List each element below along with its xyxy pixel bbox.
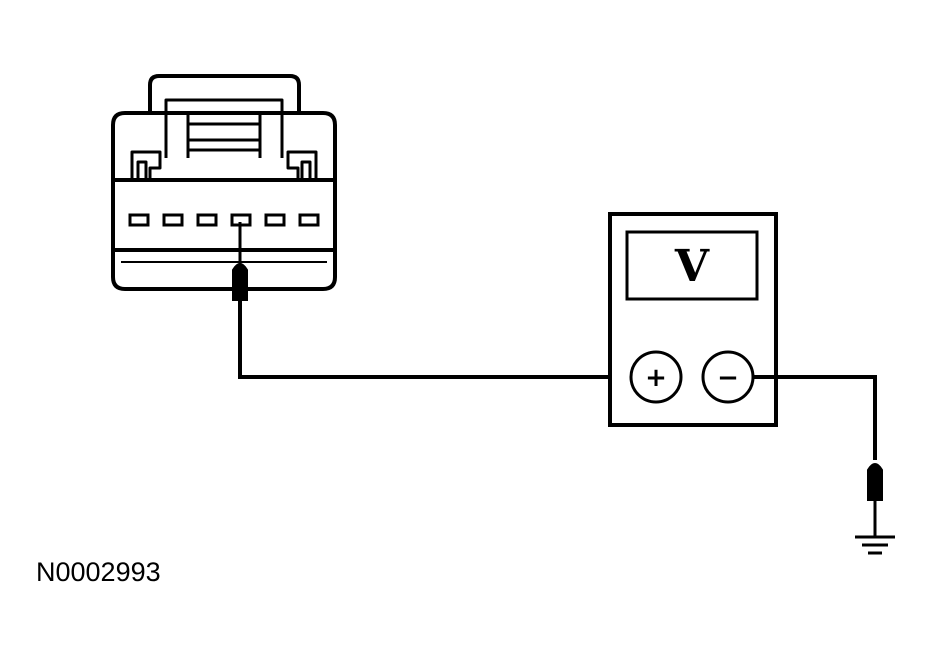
voltmeter-symbol: V (674, 241, 710, 292)
connector-pin (298, 213, 320, 227)
connector-lock-frame (164, 98, 284, 158)
ground-icon (855, 535, 895, 555)
connector-left-latch (130, 150, 162, 180)
multimeter-display (625, 230, 759, 301)
connector-pins (128, 213, 320, 227)
positive-lead-wire[interactable] (238, 300, 630, 379)
connector-pin (264, 213, 286, 227)
negative-lead (753, 375, 883, 536)
negative-probe-tip[interactable] (867, 463, 883, 501)
connector (111, 74, 337, 291)
connector-right-latch-inner (300, 160, 312, 180)
positive-terminal[interactable] (629, 350, 683, 404)
connector-pin (196, 213, 218, 227)
positive-probe-tip[interactable] (232, 263, 248, 301)
negative-lead-wire[interactable] (753, 375, 877, 460)
positive-terminal-sign: + (645, 363, 667, 393)
connector-right-latch (286, 150, 318, 180)
connector-body (111, 111, 337, 291)
negative-terminal-sign: − (717, 363, 739, 393)
figure-reference-id: N0002993 (36, 557, 161, 587)
connector-pin (128, 213, 150, 227)
connector-left-latch-inner (136, 160, 148, 180)
multimeter: V + − (608, 212, 778, 427)
connector-pin (162, 213, 184, 227)
positive-lead (232, 222, 630, 379)
connector-lock-tab (148, 74, 301, 113)
